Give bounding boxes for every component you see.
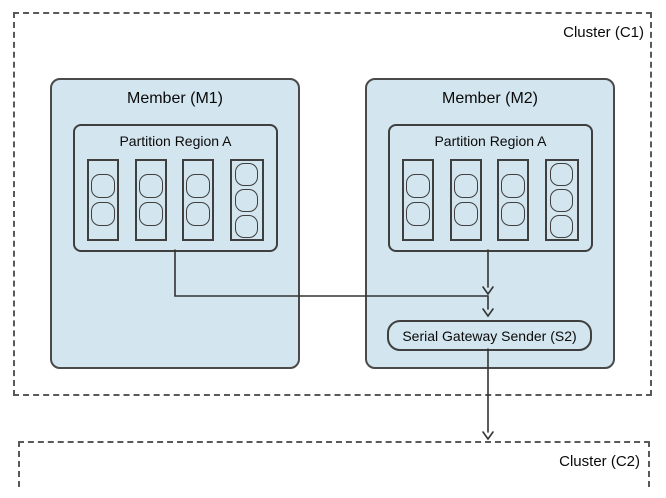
- member-m2-partition: Partition Region A: [388, 124, 593, 252]
- bucket-entry: [550, 188, 574, 212]
- bucket-entry: [186, 174, 211, 198]
- bucket-entry: [406, 202, 430, 226]
- bucket-entry: [235, 162, 259, 186]
- member-m2-title: Member (M2): [441, 90, 538, 107]
- bucket: [402, 159, 434, 241]
- bucket-entry: [550, 214, 574, 238]
- bucket-entry: [235, 214, 259, 238]
- member-m2-partition-label: Partition Region A: [434, 133, 547, 149]
- bucket: [182, 159, 215, 241]
- bucket-entry: [453, 174, 478, 198]
- bucket: [497, 159, 530, 241]
- member-m1-partition-label: Partition Region A: [119, 133, 232, 149]
- bucket: [134, 159, 167, 241]
- member-m1-title: Member (M1): [126, 90, 223, 107]
- bucket-entry: [186, 202, 211, 226]
- member-m2-bucket-row: [390, 159, 591, 241]
- member-m1-box: Member (M1) Partition Region A: [50, 78, 300, 369]
- bucket: [87, 159, 119, 241]
- member-m1-bucket-row: [75, 159, 276, 241]
- cluster-c1-label: Cluster (C1): [563, 24, 644, 41]
- cluster-c2-label: Cluster (C2): [559, 453, 640, 470]
- arrowhead-c2: [482, 431, 494, 441]
- bucket-entry: [91, 202, 115, 226]
- bucket-entry: [138, 202, 163, 226]
- bucket-entry: [550, 162, 574, 186]
- bucket-entry: [138, 174, 163, 198]
- bucket: [229, 159, 264, 241]
- member-m2-box: Member (M2) Partition Region A Serial Ga…: [365, 78, 615, 369]
- bucket: [544, 159, 579, 241]
- bucket-entry: [91, 174, 115, 198]
- bucket-entry: [501, 202, 526, 226]
- bucket-entry: [235, 188, 259, 212]
- member-m1-partition: Partition Region A: [73, 124, 278, 252]
- bucket-entry: [453, 202, 478, 226]
- bucket-entry: [406, 174, 430, 198]
- cluster-c2-box: Cluster (C2): [18, 441, 650, 487]
- bucket: [449, 159, 482, 241]
- cluster-c1-box: Cluster (C1): [13, 12, 652, 396]
- serial-gateway-sender-s2: Serial Gateway Sender (S2): [387, 320, 592, 351]
- bucket-entry: [501, 174, 526, 198]
